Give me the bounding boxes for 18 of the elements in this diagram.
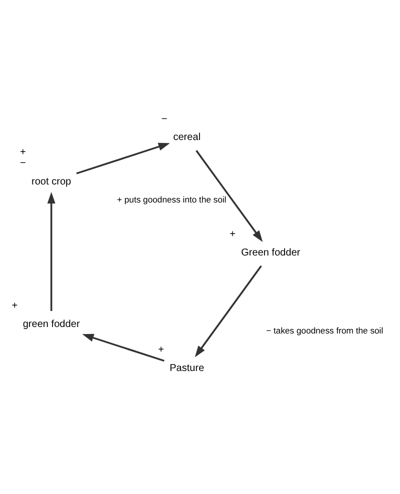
arrow (47, 192, 56, 310)
node-text: Pasture (170, 362, 204, 374)
node-label: − (20, 157, 26, 168)
node-label: + (12, 300, 18, 312)
arrow (196, 150, 263, 242)
node-text: root crop (31, 176, 72, 187)
node-label: − (161, 113, 168, 124)
arrow (76, 142, 170, 174)
node-label: + (20, 146, 26, 158)
arrow (82, 333, 164, 362)
node-text: Green fodder (241, 247, 300, 258)
arrow (194, 264, 262, 357)
node-label: + (230, 228, 236, 240)
node-text: green fodder (22, 318, 80, 330)
label: − takes goodness from the soil (266, 324, 384, 335)
node-label: + (158, 344, 164, 356)
node-text: cereal (173, 132, 201, 143)
label: + puts goodness into the soil (116, 194, 226, 204)
